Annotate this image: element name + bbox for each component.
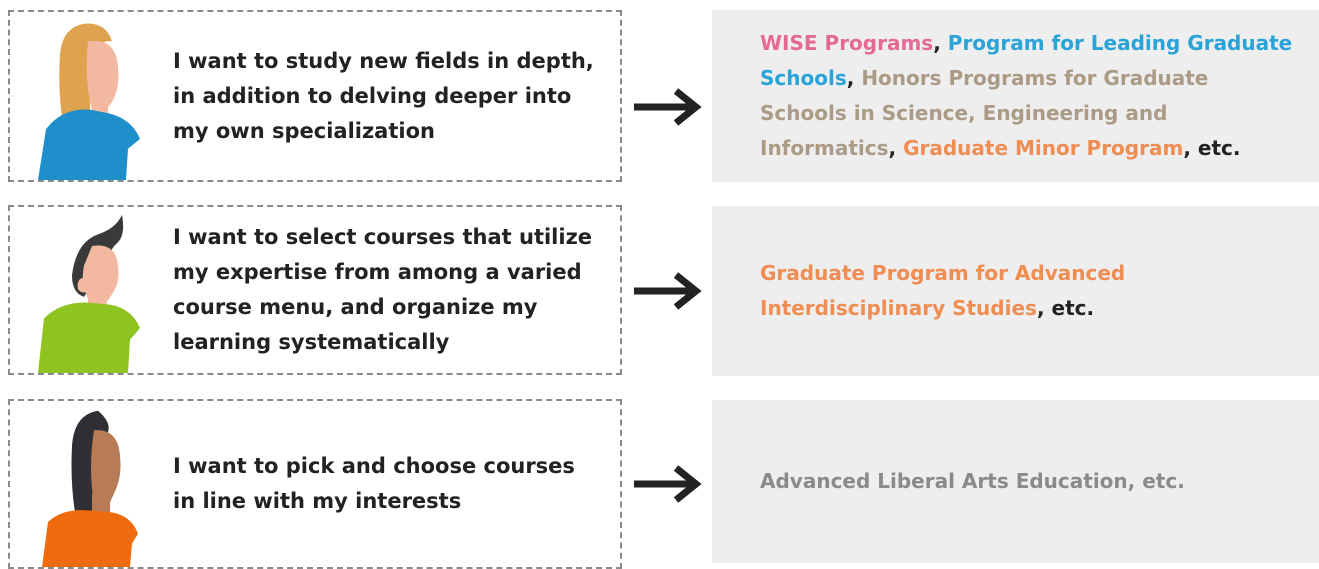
program-box-1: WISE Programs, Program for Leading Gradu… xyxy=(712,10,1319,182)
program-separator: , xyxy=(846,66,862,90)
program-advanced-liberal-arts: Advanced Liberal Arts Education, etc. xyxy=(760,469,1185,493)
need-box-2: I want to select courses that utilize my… xyxy=(8,205,622,375)
man-dark-hair-green-shirt-icon xyxy=(38,214,140,373)
program-etc: , etc. xyxy=(1183,136,1241,160)
program-list-2: Graduate Program for Advanced Interdisci… xyxy=(760,256,1299,326)
program-advanced-interdisciplinary: Graduate Program for Advanced Interdisci… xyxy=(760,261,1126,320)
program-honors: Honors Programs for Graduate Schools in … xyxy=(760,66,1209,160)
program-box-2: Graduate Program for Advanced Interdisci… xyxy=(712,206,1319,376)
program-list-1: WISE Programs, Program for Leading Gradu… xyxy=(760,26,1299,166)
program-box-3: Advanced Liberal Arts Education, etc. xyxy=(712,400,1319,563)
program-separator: , xyxy=(888,136,904,160)
program-etc: , etc. xyxy=(1036,296,1095,320)
arrow-1 xyxy=(632,87,702,127)
need-text-2: I want to select courses that utilize my… xyxy=(173,225,593,354)
arrow-right-icon xyxy=(634,272,702,310)
arrow-right-icon xyxy=(634,465,702,503)
need-text-3: I want to pick and choose courses in lin… xyxy=(173,454,575,513)
person-2 xyxy=(32,207,152,373)
program-list-3: Advanced Liberal Arts Education, etc. xyxy=(760,464,1185,499)
person-3 xyxy=(32,401,152,567)
arrow-2 xyxy=(632,271,702,311)
program-leading-graduate-schools: Program for Leading Graduate Schools xyxy=(760,31,1293,90)
program-wise: WISE Programs xyxy=(760,31,934,55)
person-1 xyxy=(32,12,152,180)
need-box-3: I want to pick and choose courses in lin… xyxy=(8,399,622,569)
arrow-3 xyxy=(632,464,702,504)
woman-blonde-blue-shirt-icon xyxy=(38,23,140,180)
program-separator: , xyxy=(933,31,948,55)
woman-dark-hair-orange-shirt-icon xyxy=(42,410,138,567)
program-graduate-minor: Graduate Minor Program xyxy=(903,136,1184,160)
need-text-1: I want to study new fields in depth, in … xyxy=(173,48,594,143)
need-box-1: I want to study new fields in depth, in … xyxy=(8,10,622,182)
arrow-right-icon xyxy=(634,88,702,126)
